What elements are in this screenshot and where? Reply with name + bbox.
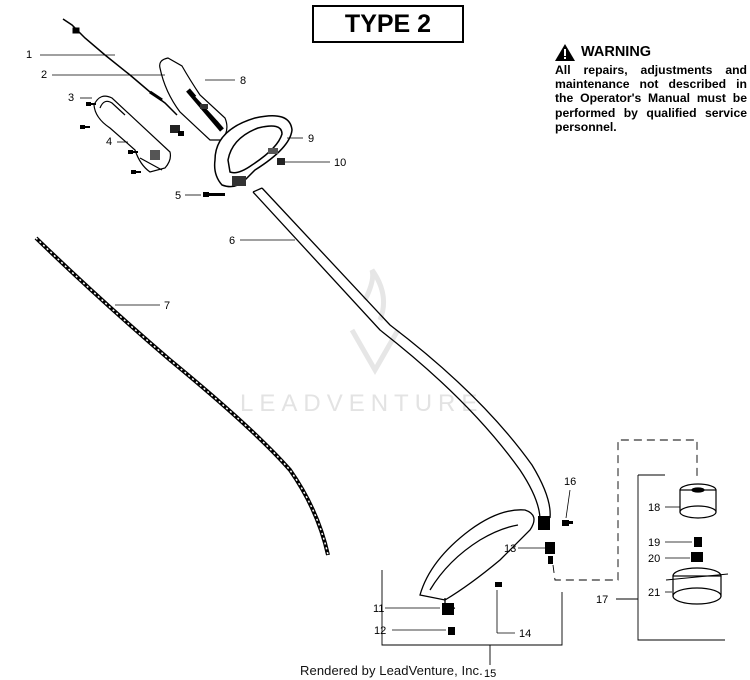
- leader-lines: [40, 54, 692, 634]
- callout-10: 10: [334, 157, 346, 169]
- callout-13: 13: [504, 543, 516, 555]
- diagram-title: TYPE 2: [312, 5, 464, 43]
- warning-notice: WARNING All repairs, adjustments and mai…: [555, 44, 747, 134]
- callout-4: 4: [106, 136, 112, 148]
- part-9-loop-handle: [213, 115, 293, 188]
- part-10-knob: [277, 158, 285, 165]
- watermark-logo: [349, 268, 401, 376]
- callout-17: 17: [596, 594, 608, 606]
- part-6-shaft-tube: [252, 187, 551, 521]
- callout-11: 11: [373, 603, 384, 615]
- warning-triangle-icon: [555, 44, 575, 61]
- callout-8: 8: [240, 75, 246, 87]
- part-15-guard: [419, 509, 535, 611]
- callout-6: 6: [229, 235, 235, 247]
- watermark-text: LEADVENTURE: [240, 390, 484, 417]
- callout-14: 14: [519, 628, 531, 640]
- part-1-throttle-cable: [62, 18, 178, 116]
- assembly-15-bracket: [381, 570, 563, 665]
- part-19-spring: [694, 537, 702, 547]
- callout-16: 16: [564, 476, 576, 488]
- part-11-blade-mount: [442, 603, 454, 615]
- callout-19: 19: [648, 537, 660, 549]
- part-12-fastener: [448, 627, 455, 635]
- callout-21: 21: [648, 587, 660, 599]
- callout-9: 9: [308, 133, 314, 145]
- exploded-dash-lines: [552, 439, 698, 581]
- part-16-screw: [562, 520, 573, 526]
- callout-2: 2: [41, 69, 47, 81]
- callout-5: 5: [175, 190, 181, 202]
- part-14-screw: [495, 582, 502, 587]
- part-8-handle-trigger: [159, 57, 228, 141]
- part-20-eyelet: [691, 552, 703, 562]
- warning-heading: WARNING: [581, 44, 652, 61]
- callout-12: 12: [374, 625, 386, 637]
- callout-7: 7: [164, 300, 170, 312]
- part-3-handle-half: [93, 95, 172, 173]
- callout-20: 20: [648, 553, 660, 565]
- part-4-screws: [80, 102, 141, 174]
- callout-15: 15: [484, 668, 496, 680]
- part-5-bolt: [203, 192, 225, 197]
- callout-1: 1: [26, 49, 32, 61]
- callout-18: 18: [648, 502, 660, 514]
- callout-3: 3: [68, 92, 74, 104]
- warning-body: All repairs, adjustments and maintenance…: [555, 63, 747, 134]
- part-7-flex-shaft: [34, 236, 330, 556]
- part-21-spool: [665, 567, 729, 605]
- part-2-cable-clip: [170, 125, 184, 136]
- assembly-17-bracket: [616, 474, 725, 641]
- footer-credit: Rendered by LeadVenture, Inc.: [300, 663, 483, 678]
- part-13-clamp: [538, 516, 555, 564]
- part-18-spool-cap: [679, 483, 717, 519]
